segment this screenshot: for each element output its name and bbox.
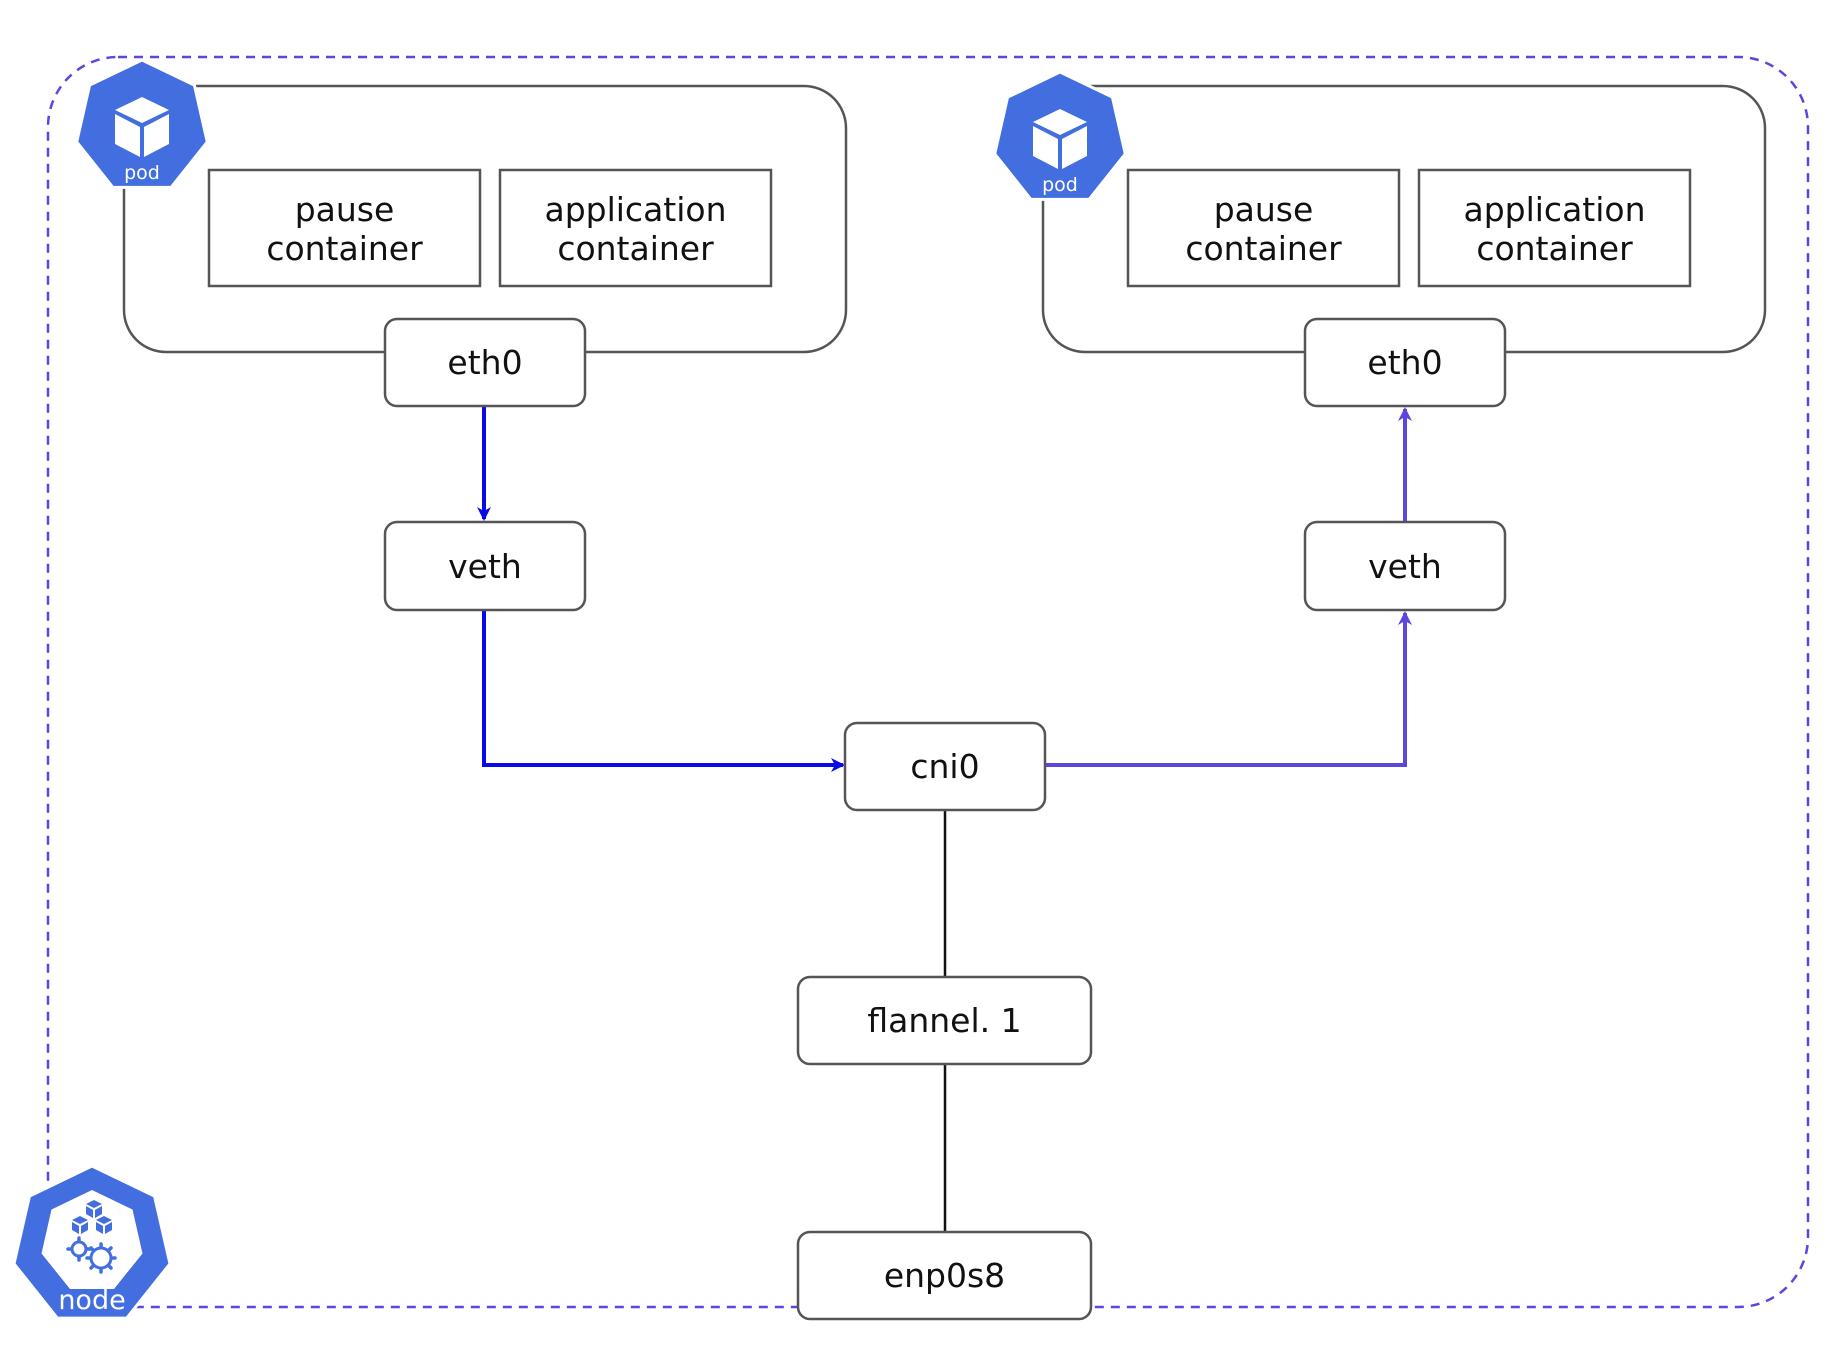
enp0s8-interface: enp0s8 [796,1230,1093,1321]
pod-2-veth-interface: veth [1303,520,1507,612]
pod-badge-label: pod [1042,174,1078,196]
arrow-cni0-to-veth-right [1044,611,1412,767]
container-label-line1: pause [1214,190,1314,229]
container-label-line2: container [1476,229,1633,268]
pod-1-veth-interface: veth [383,520,587,612]
node-badge: node [12,1164,172,1320]
pod-1-application-container: application container [498,168,773,288]
interface-label: flannel. 1 [867,1001,1021,1040]
cube-icon [1033,109,1087,169]
pod-badge-label: pod [124,162,160,184]
pod-1-pause-container: pause container [207,168,482,288]
pod-1-eth0-interface: eth0 [383,317,587,408]
container-label-line2: container [266,229,423,268]
pod-2-eth0-interface: eth0 [1303,317,1507,408]
flannel-interface: flannel. 1 [796,975,1093,1066]
container-label-line2: container [557,229,714,268]
container-label-line1: application [544,190,726,229]
cni0-bridge: cni0 [843,721,1047,812]
pod-2-badge: pod [993,70,1127,201]
container-label-line1: pause [295,190,395,229]
pod-1-badge: pod [75,58,209,189]
interface-label: eth0 [1367,343,1442,382]
node-boundary [46,55,1810,1309]
interface-label: enp0s8 [884,1256,1005,1295]
pod-2-application-container: application container [1417,168,1692,288]
interface-label: veth [448,547,522,586]
interface-label: veth [1368,547,1442,586]
interface-label: cni0 [910,747,979,786]
pod-2-pause-container: pause container [1126,168,1401,288]
interface-label: eth0 [447,343,522,382]
container-label-line1: application [1463,190,1645,229]
cube-icon [115,97,169,157]
node-icon [41,1190,143,1289]
container-label-line2: container [1185,229,1342,268]
node-badge-label: node [58,1285,125,1316]
arrow-veth-to-cni0 [482,610,845,772]
